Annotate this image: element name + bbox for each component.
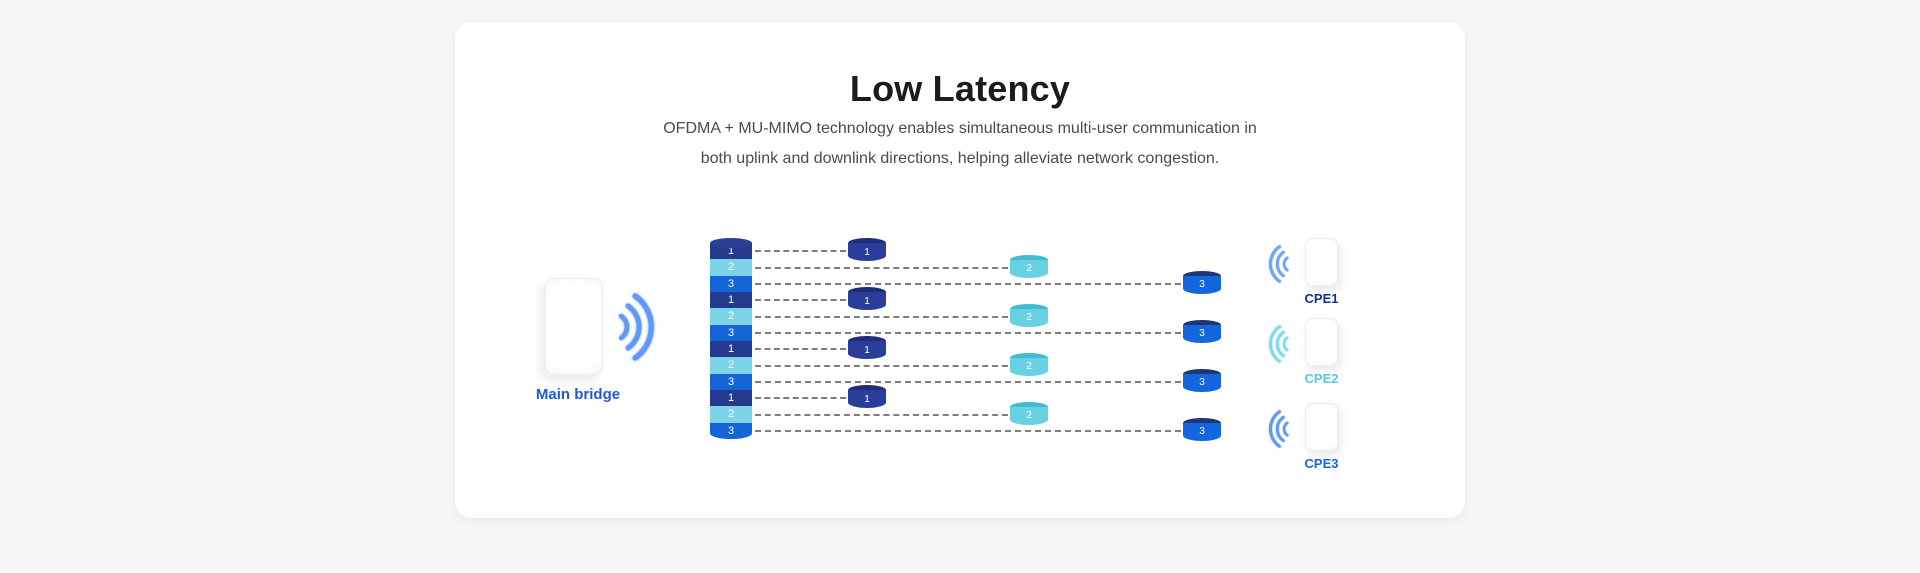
transmission-line (755, 348, 846, 351)
puck-number: 1 (848, 292, 886, 311)
wifi-waves-icon (1269, 410, 1289, 448)
transmission-line (755, 397, 846, 400)
cpe-device (1305, 403, 1338, 451)
wifi-waves-icon (618, 293, 654, 361)
puck-number: 2 (1010, 406, 1048, 425)
transmission-line (755, 380, 1181, 383)
data-puck-3: 3 (1183, 319, 1221, 344)
subtitle-line-1: OFDMA + MU-MIMO technology enables simul… (663, 120, 1257, 137)
low-latency-card: Low Latency OFDMA + MU-MIMO technology e… (455, 22, 1465, 518)
stack-segment-2: 2 (710, 308, 752, 325)
puck-number: 3 (1183, 373, 1221, 392)
stack-segment-1: 1 (710, 389, 752, 407)
transmission-line (755, 282, 1181, 285)
stack-segment-3: 3 (710, 324, 752, 341)
cpe-item-2: CPE2 (1255, 318, 1388, 388)
stack-segment-3: 3 (710, 275, 752, 292)
main-bridge-device (545, 278, 603, 375)
data-puck-1: 1 (848, 287, 886, 311)
puck-number: 3 (1183, 275, 1221, 294)
data-puck-3: 3 (1183, 368, 1221, 393)
wifi-waves-icon (1269, 325, 1289, 363)
puck-number: 3 (1183, 324, 1221, 343)
transmission-line (755, 315, 1008, 318)
transmission-line (755, 364, 1008, 367)
data-puck-2: 2 (1010, 401, 1048, 426)
puck-number: 2 (1010, 308, 1048, 327)
transmission-line (755, 429, 1181, 432)
stack-segment-2: 2 (710, 406, 752, 423)
data-puck-1: 1 (848, 336, 886, 360)
puck-number: 1 (848, 243, 886, 262)
transmission-line (755, 299, 846, 302)
transmission-line (755, 250, 846, 253)
cpe-item-1: CPE1 (1255, 238, 1388, 308)
subtitle-line-2: both uplink and downlink directions, hel… (700, 150, 1220, 167)
stack-segment-3: 3 (710, 422, 752, 439)
data-puck-2: 2 (1010, 352, 1048, 377)
data-puck-3: 3 (1183, 417, 1221, 442)
stack-segment-1: 1 (710, 243, 752, 260)
transmission-line (755, 331, 1181, 334)
cpe-device (1305, 238, 1338, 286)
section-subtitle: OFDMA + MU-MIMO technology enables simul… (455, 114, 1465, 174)
data-puck-2: 2 (1010, 303, 1048, 328)
stack-segment-1: 1 (710, 291, 752, 309)
stack-segment-2: 2 (710, 259, 752, 276)
wifi-waves-icon (1269, 245, 1289, 283)
cpe-item-3: CPE3 (1255, 403, 1388, 473)
data-puck-1: 1 (848, 238, 886, 262)
cpe-label: CPE3 (1304, 456, 1339, 471)
cpe-label: CPE2 (1304, 371, 1339, 386)
stack-segment-3: 3 (710, 373, 752, 390)
transmission-line (755, 413, 1008, 416)
puck-number: 1 (848, 390, 886, 409)
cpe-device (1305, 318, 1338, 366)
section-title: Low Latency (849, 68, 1071, 109)
puck-number: 2 (1010, 357, 1048, 376)
puck-number: 3 (1183, 422, 1221, 441)
data-puck-3: 3 (1183, 270, 1221, 295)
cpe-label: CPE1 (1304, 291, 1339, 306)
transmission-line (755, 266, 1008, 269)
main-bridge-label: Main bridge (535, 386, 621, 403)
puck-number: 2 (1010, 259, 1048, 278)
stack-segment-1: 1 (710, 340, 752, 358)
data-puck-2: 2 (1010, 254, 1048, 279)
puck-number: 1 (848, 341, 886, 360)
stack-segment-2: 2 (710, 357, 752, 374)
data-puck-1: 1 (848, 385, 886, 409)
